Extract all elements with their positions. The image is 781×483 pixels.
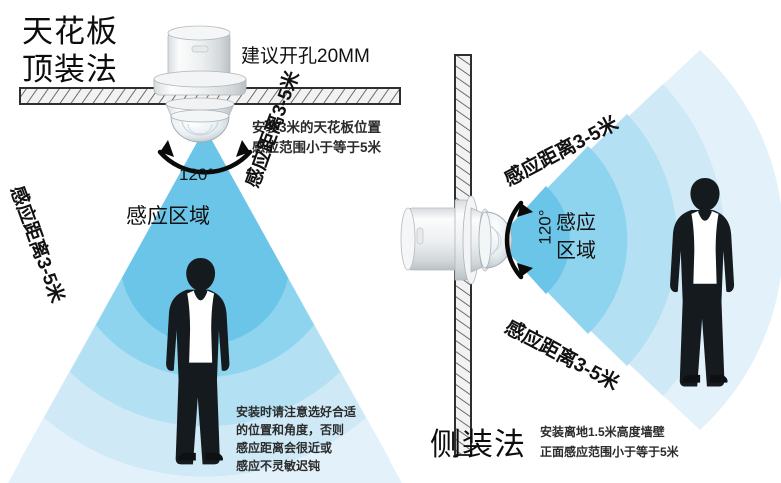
ceiling-caution-line3: 感应距离会很近或 bbox=[236, 441, 333, 455]
side-install-note-line1: 安装离地1.5米高度墙壁 bbox=[540, 425, 665, 439]
ceiling-zone-label: 感应区域 bbox=[126, 205, 210, 228]
side-zone-label-line2: 区域 bbox=[556, 240, 596, 262]
side-install-note-line2: 正面感应范围小于等于5米 bbox=[540, 445, 679, 459]
ceiling-caution-line1: 安装时请注意选好合适 bbox=[236, 405, 357, 419]
side-sensor-device bbox=[400, 195, 513, 285]
ceiling-install-note-line1: 安装3米的天花板位置 bbox=[252, 120, 382, 135]
side-angle-arc bbox=[504, 200, 533, 280]
ceiling-angle-label: 120° bbox=[179, 165, 215, 184]
ceiling-title-line2: 顶装法 bbox=[22, 52, 118, 87]
ceiling-caution-line4: 感应不灵敏迟钝 bbox=[236, 459, 321, 473]
ceiling-title-line1: 天花板 bbox=[22, 14, 118, 49]
ceiling-install-note-line2: 感应范围小于等于5米 bbox=[252, 140, 382, 155]
person-silhouette-side bbox=[670, 178, 735, 387]
ceiling-sensor-device bbox=[153, 25, 247, 143]
side-title: 侧装法 bbox=[430, 427, 526, 462]
hole-note: 建议开孔20MM bbox=[241, 46, 370, 67]
ceiling-angle-arc bbox=[157, 140, 253, 175]
side-angle-label: 120° bbox=[535, 209, 555, 245]
ceiling-caution-line2: 的位置和角度，否则 bbox=[236, 423, 345, 437]
side-zone-label-line1: 感应 bbox=[556, 212, 596, 234]
person-silhouette-ceiling bbox=[166, 258, 230, 465]
